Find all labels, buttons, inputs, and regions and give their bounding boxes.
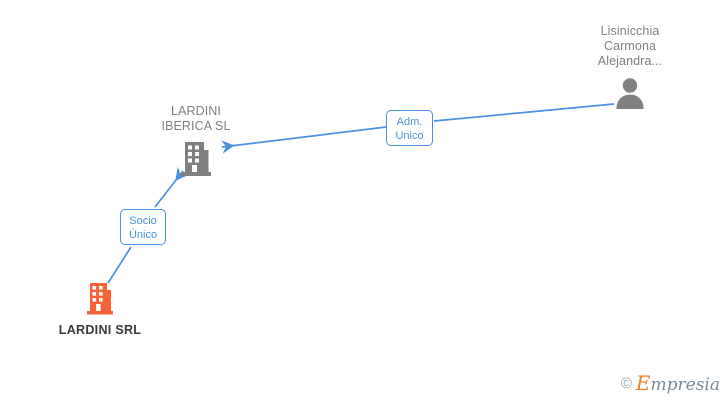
node-lardini-srl-label: LARDINI SRL <box>58 323 142 337</box>
relation-label-adm-unico[interactable]: Adm. Unico <box>386 110 433 146</box>
building-icon[interactable] <box>179 141 213 177</box>
edge-srl-to-socio <box>107 246 132 284</box>
node-person-icon-wrap <box>570 76 690 118</box>
node-lardini-iberica-icon-wrap <box>138 141 254 183</box>
building-icon[interactable] <box>85 282 115 315</box>
relation-label-socio-unico[interactable]: Socio Único <box>120 209 166 245</box>
edge-adm-to-iberica <box>221 126 387 154</box>
node-person-label: Lisinicchia Carmona Alejandra... <box>597 24 663 68</box>
node-lardini-iberica[interactable]: LARDINI IBERICA SL <box>138 104 254 183</box>
person-icon[interactable] <box>613 76 647 110</box>
edge-person-to-adm <box>433 103 615 122</box>
empresia-logo-text: mpresia <box>650 375 721 395</box>
node-lardini-srl-icon-wrap <box>45 282 155 320</box>
copyright-icon: © <box>620 375 632 392</box>
edge-socio-to-iberica <box>154 166 189 208</box>
empresia-logo-initial: E <box>635 371 651 395</box>
empresia-logo: Empresia <box>636 373 720 394</box>
node-lardini-iberica-label: LARDINI IBERICA SL <box>161 104 231 133</box>
node-person[interactable]: Lisinicchia Carmona Alejandra... <box>570 24 690 118</box>
empresia-watermark: © Empresia <box>621 373 720 394</box>
node-lardini-srl[interactable]: LARDINI SRL <box>45 282 155 338</box>
